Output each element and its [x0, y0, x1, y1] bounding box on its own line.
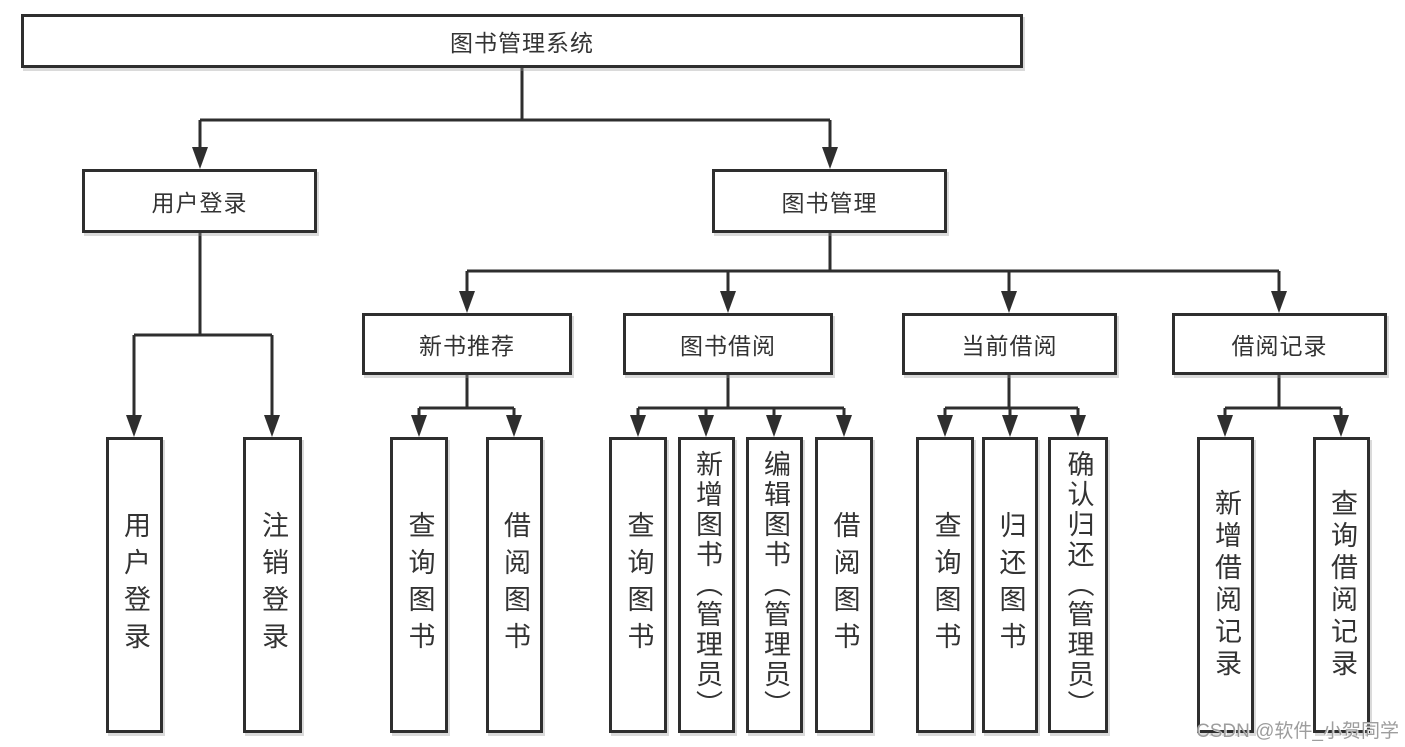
node-label: 归还图书: [995, 511, 1026, 659]
leaf-record-query-borrow-record: 查询借阅记录: [1313, 437, 1370, 733]
node-user-login: 用户登录: [82, 169, 317, 233]
node-new-book-recommend: 新书推荐: [362, 313, 572, 375]
leaf-borrow-add-books-admin: 新增图书（管理员）: [678, 437, 735, 733]
node-label: 图书管理: [781, 190, 878, 216]
leaf-newbook-borrow-books: 借阅图书: [486, 437, 543, 733]
node-label: 新书推荐: [419, 333, 515, 359]
leaf-borrow-borrow-books: 借阅图书: [815, 437, 873, 733]
leaf-record-add-borrow-record: 新增借阅记录: [1197, 437, 1254, 733]
node-label: 借阅图书: [500, 511, 530, 659]
leaf-current-query-books: 查询图书: [916, 437, 974, 733]
node-label: 当前借阅: [961, 333, 1058, 359]
node-label: 新增图书（管理员）: [692, 450, 722, 720]
leaf-borrow-query-books: 查询图书: [609, 437, 667, 733]
node-label: 用户登录: [120, 511, 150, 659]
watermark: CSDN @软件_小贺同学: [1196, 721, 1399, 742]
node-label: 查询图书: [623, 511, 654, 659]
node-label: 确认归还（管理员）: [1063, 450, 1094, 720]
leaf-current-confirm-return-admin: 确认归还（管理员）: [1048, 437, 1108, 733]
node-borrowing-records: 借阅记录: [1172, 313, 1387, 375]
node-label: 借阅记录: [1231, 333, 1328, 359]
node-label: 图书管理系统: [450, 30, 594, 56]
node-label: 用户登录: [151, 190, 248, 216]
node-label: 借阅图书: [829, 511, 860, 659]
node-label: 新增借阅记录: [1211, 489, 1241, 681]
node-book-borrowing: 图书借阅: [623, 313, 833, 375]
node-label: 编辑图书（管理员）: [760, 450, 790, 720]
node-current-borrowing: 当前借阅: [902, 313, 1117, 375]
leaf-borrow-edit-books-admin: 编辑图书（管理员）: [746, 437, 803, 733]
leaf-current-return-books: 归还图书: [982, 437, 1038, 733]
leaf-newbook-query-books: 查询图书: [390, 437, 448, 733]
node-label: 图书借阅: [680, 333, 776, 359]
node-label: 查询图书: [930, 511, 961, 659]
node-label: 查询借阅记录: [1327, 489, 1357, 681]
node-book-management: 图书管理: [712, 169, 947, 233]
node-label: 查询图书: [404, 511, 435, 659]
leaf-user-login: 用户登录: [106, 437, 163, 733]
node-library-management-system: 图书管理系统: [21, 14, 1023, 68]
leaf-logout: 注销登录: [243, 437, 302, 733]
node-label: 注销登录: [258, 511, 288, 659]
